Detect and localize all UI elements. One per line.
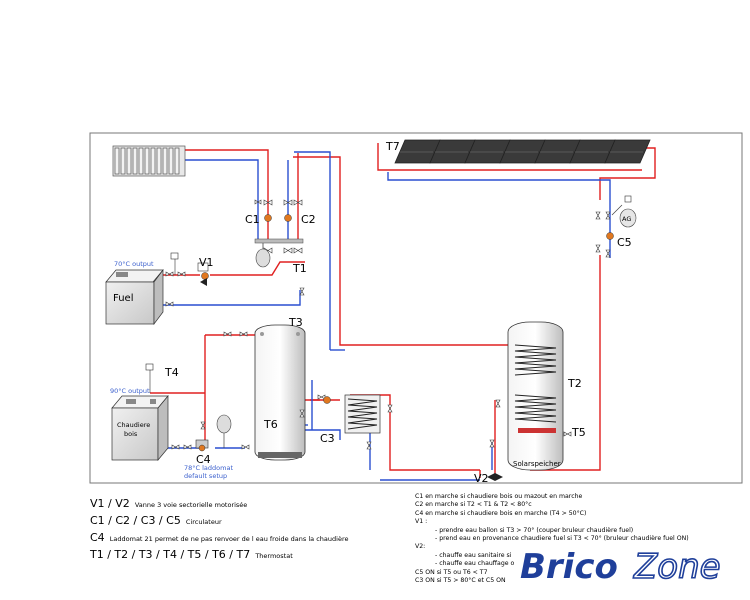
solar-tank (507, 321, 564, 471)
circulator-c1 (264, 214, 272, 222)
label-t5: T5 (571, 426, 586, 439)
label-t1: T1 (292, 262, 307, 275)
svg-text:Brico: Brico (520, 547, 618, 587)
legend-desc: Circulateur (185, 518, 222, 526)
label-ag: AG (622, 215, 631, 223)
label-solarspeicher: Solarspeicher (513, 460, 561, 468)
rule-line: C3 ON si T5 > 80°C et C5 ON (415, 577, 506, 585)
label-c2: C2 (301, 213, 316, 226)
circulator-c3 (323, 396, 331, 404)
safety-valve-fuel (170, 252, 179, 275)
fuel-boiler (105, 268, 164, 326)
expansion-vessel-ag (611, 195, 637, 228)
rule-line: V1 : (415, 518, 428, 526)
legend-desc: Laddomat 21 permet de ne pas renvoer de … (109, 535, 349, 543)
legend-desc: Vanne 3 voie sectorielle motorisée (134, 501, 248, 509)
laddomat-c4 (195, 439, 209, 452)
label-t7: T7 (385, 140, 400, 153)
heat-exchanger (344, 394, 381, 434)
cold-pipes (150, 151, 611, 481)
rule-line: - prend eau en provenance chaudiere fuel… (435, 535, 689, 543)
label-v1: V1 (199, 256, 214, 269)
diagram-frame (89, 132, 743, 484)
legend-row: T1 / T2 / T3 / T4 / T5 / T6 / T7 Thermos… (90, 546, 348, 563)
legend: V1 / V2 Vanne 3 voie sectorielle motoris… (90, 495, 348, 563)
rule-line: V2: (415, 543, 426, 551)
valve-v2 (487, 473, 503, 481)
label-t2: T2 (567, 377, 582, 390)
valves-solar-tank (489, 399, 572, 448)
rule-line: - prendre eau ballon si T3 > 70° (couper… (435, 526, 634, 534)
thermostat-valve-v1 (197, 262, 209, 286)
safety-valve-wood (145, 363, 154, 393)
rule-line: - chauffe eau chauffage o (435, 560, 515, 568)
rule-line: C1 en marche si chaudiere bois ou mazout… (415, 493, 583, 500)
label-output-90: 90°C output (110, 387, 150, 395)
label-chaudiere-2: bois (124, 430, 138, 438)
legend-key: C1 / C2 / C3 / C5 (90, 514, 181, 527)
label-v2: V2 (474, 472, 489, 485)
label-c1: C1 (245, 213, 260, 226)
radiator (112, 145, 186, 177)
rule-line: - chauffe eau sanitaire si (435, 551, 512, 559)
solar-collectors (394, 139, 651, 164)
legend-key: C4 (90, 531, 105, 544)
legend-row: C1 / C2 / C3 / C5 Circulateur (90, 512, 348, 529)
label-t6: T6 (263, 418, 278, 431)
brand-part1: Brico (520, 547, 618, 587)
label-output-70: 70°C output (114, 260, 154, 268)
label-fuel: Fuel (113, 293, 133, 304)
legend-key: V1 / V2 (90, 497, 130, 510)
valves-buffer (223, 331, 326, 418)
circulator-c2 (284, 214, 292, 222)
label-t4: T4 (164, 366, 179, 379)
bricozone-logo: Brico Brico Zone (518, 544, 721, 587)
valves-top (254, 199, 303, 254)
label-laddomat-2: default setup (184, 472, 227, 480)
rule-line: C4 en marche si chaudiere bois en marche… (415, 509, 587, 517)
valves-fuel (165, 271, 305, 307)
manifold (254, 238, 304, 244)
expansion-vessel-1 (255, 243, 271, 268)
expansion-vessel-2 (216, 414, 232, 448)
legend-key: T1 / T2 / T3 / T4 / T5 / T6 / T7 (90, 548, 251, 561)
valves-wood (171, 421, 250, 450)
label-c3: C3 (320, 432, 335, 445)
rule-line: C5 ON si T5 ou T6 < T7 (415, 568, 488, 576)
control-rules: C1 en marche si chaudiere bois ou mazout… (415, 493, 745, 585)
legend-row: C4 Laddomat 21 permet de ne pas renvoer … (90, 529, 348, 546)
label-laddomat-1: 78°C laddomat (184, 464, 233, 472)
valves-c5 (595, 211, 611, 258)
label-c4: C4 (196, 453, 211, 466)
brand-part2: Zone (633, 547, 721, 587)
rule-line: C2 en marche si T2 < T1 & T2 < 80°c (415, 501, 532, 509)
buffer-tank (254, 324, 306, 461)
legend-desc: Thermostat (255, 552, 293, 560)
wood-boiler (111, 395, 169, 461)
legend-row: V1 / V2 Vanne 3 voie sectorielle motoris… (90, 495, 348, 512)
label-t3: T3 (288, 316, 303, 329)
circulator-c5 (606, 232, 614, 240)
valves-exchanger (366, 404, 393, 450)
label-c5: C5 (617, 236, 632, 249)
label-chaudiere-1: Chaudiere (117, 421, 150, 429)
